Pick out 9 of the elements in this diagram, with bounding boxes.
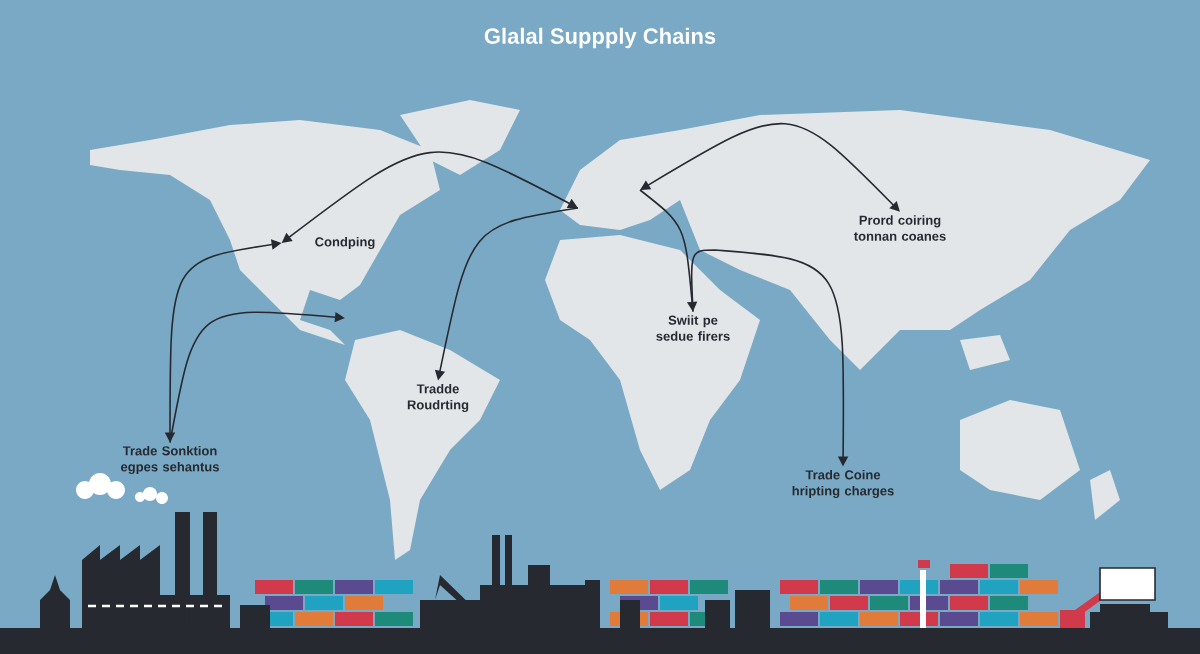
route-label: Condping <box>315 236 375 250</box>
arrow <box>169 311 345 444</box>
route-label: Prord coiring tonnan coanes <box>853 215 946 241</box>
route-label: Tradde Roudrting <box>407 383 469 413</box>
title: Glalal Suppply Chains <box>484 27 716 49</box>
route-label: Trade Coine hripting charges <box>792 469 894 499</box>
arrow <box>640 122 900 212</box>
route-label: Swiit pe sedue firers <box>656 315 730 341</box>
route-label: Trade Sonktion egpes sehantus <box>121 445 219 475</box>
